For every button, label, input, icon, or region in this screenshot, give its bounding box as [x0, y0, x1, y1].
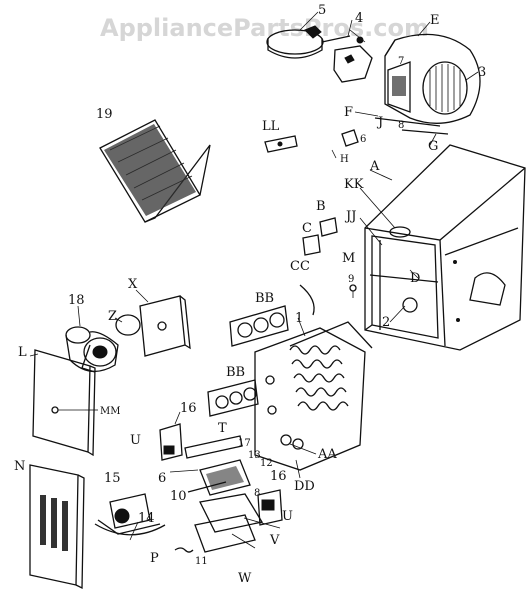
label-j: J [376, 115, 383, 130]
label-18: 18 [68, 293, 85, 308]
label-10: 10 [170, 489, 187, 504]
blower-motor-part[interactable] [266, 25, 351, 59]
label-14: 14 [138, 511, 155, 526]
leader-lines [29, 11, 479, 549]
limit-switch-b-part[interactable] [319, 217, 338, 237]
sensor-6-part[interactable] [331, 129, 359, 159]
panel-w-part[interactable] [194, 514, 256, 553]
front-grille-n-part[interactable] [29, 464, 85, 590]
label-4: 4 [355, 11, 363, 26]
label-16-lower: 16 [270, 469, 287, 484]
bracket-u-right-part[interactable] [257, 489, 283, 526]
air-filter-part[interactable] [99, 119, 211, 223]
label-12: 12 [260, 458, 273, 469]
furnace-cabinet-part[interactable] [364, 144, 526, 351]
gasket-bb-upper-part[interactable] [229, 305, 289, 347]
heating-element-part[interactable] [254, 321, 373, 471]
label-3: 3 [478, 65, 486, 80]
watermark-text: AppliancePartsPros.com [100, 14, 429, 42]
label-b: B [316, 199, 326, 214]
label-15: 15 [104, 471, 121, 486]
label-17: 17 [238, 438, 251, 449]
label-bb-lower: BB [226, 365, 245, 380]
label-kk: KK [344, 177, 364, 192]
limit-switch-c-part[interactable] [302, 234, 321, 256]
access-door-l-part[interactable] [32, 349, 96, 457]
motor-mount-part[interactable] [333, 29, 373, 83]
wire-cc-part[interactable] [299, 284, 315, 316]
control-board-10-part[interactable] [187, 459, 251, 496]
gasket-z-part[interactable] [115, 314, 141, 336]
label-8: 8 [398, 120, 404, 131]
bracket-u-left-part[interactable] [159, 423, 183, 461]
label-6b: 6 [158, 471, 166, 486]
label-mm: MM [100, 406, 120, 417]
label-n: N [14, 459, 25, 474]
label-m: M [342, 251, 355, 266]
label-a: A [369, 159, 380, 174]
screw-9-part[interactable] [349, 284, 357, 298]
label-g: G [428, 139, 438, 154]
label-e: E [430, 13, 440, 28]
mounting-plate-x-part[interactable] [139, 295, 191, 357]
wiring-p-part[interactable] [94, 523, 166, 536]
label-7: 7 [398, 56, 404, 67]
wire-11-part[interactable] [174, 547, 194, 553]
label-11: 11 [195, 556, 208, 567]
label-v: V [269, 533, 280, 548]
label-dd: DD [294, 479, 315, 494]
label-5: 5 [318, 3, 326, 18]
label-jj: JJ [344, 209, 356, 224]
label-bb-upper: BB [255, 291, 274, 306]
label-13: 13 [248, 450, 261, 461]
label-d: D [410, 271, 420, 286]
label-x: X [128, 277, 138, 292]
label-2: 2 [382, 315, 390, 330]
blower-rail-part[interactable] [374, 117, 441, 127]
label-l: L [18, 345, 27, 360]
blower-housing-part[interactable] [384, 33, 481, 124]
cover-v-part[interactable] [199, 493, 264, 533]
label-16-upper: 16 [180, 401, 197, 416]
rail-t-part[interactable] [184, 435, 243, 459]
label-9: 9 [348, 274, 354, 285]
label-ll: LL [262, 119, 280, 134]
label-cc: CC [290, 259, 310, 274]
label-p: P [150, 551, 159, 566]
label-6: 6 [360, 134, 366, 145]
label-u-right: U [282, 509, 293, 524]
label-f: F [344, 105, 353, 120]
label-aa: AA [317, 447, 337, 462]
label-19: 19 [96, 107, 113, 122]
label-u-left: U [130, 433, 141, 448]
label-8b: 8 [254, 488, 260, 499]
label-c: C [302, 221, 312, 236]
label-z: Z [108, 309, 117, 324]
inducer-motor-part[interactable] [65, 326, 119, 373]
label-1: 1 [295, 311, 303, 326]
gasket-bb-lower-part[interactable] [207, 379, 259, 417]
part-labels: 5 4 E 3 7 8 F J G 19 LL 6 H A KK JJ B C … [14, 3, 486, 586]
blower-rail-g-part[interactable] [401, 129, 449, 135]
bracket-ll-part[interactable] [264, 135, 298, 153]
label-w: W [238, 571, 252, 586]
label-t: T [218, 421, 227, 436]
label-h: H [340, 154, 349, 165]
